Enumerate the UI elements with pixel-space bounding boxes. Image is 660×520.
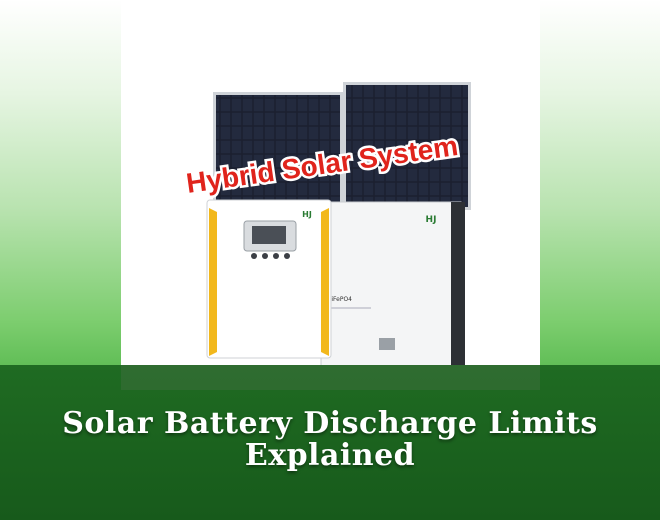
battery-chemistry-label: LiFePO4 <box>328 296 352 303</box>
battery-brand-logo: HJ <box>426 215 437 225</box>
banner-overlay <box>121 365 540 390</box>
battery-unit: HJ LiFePO4 <box>320 201 465 382</box>
hybrid-solar-system-illustration: Hybrid Solar System HJ LiFePO4 HJ <box>182 82 471 382</box>
product-photo: Hybrid Solar System HJ LiFePO4 HJ <box>121 0 540 390</box>
inverter-brand-logo: HJ <box>302 210 312 219</box>
article-title: Solar Battery Discharge Limits Explained <box>62 406 598 473</box>
solar-panel-right <box>343 82 471 210</box>
title-banner <box>0 365 660 520</box>
inverter-unit: HJ <box>206 199 332 359</box>
solar-panel-left <box>213 92 343 210</box>
